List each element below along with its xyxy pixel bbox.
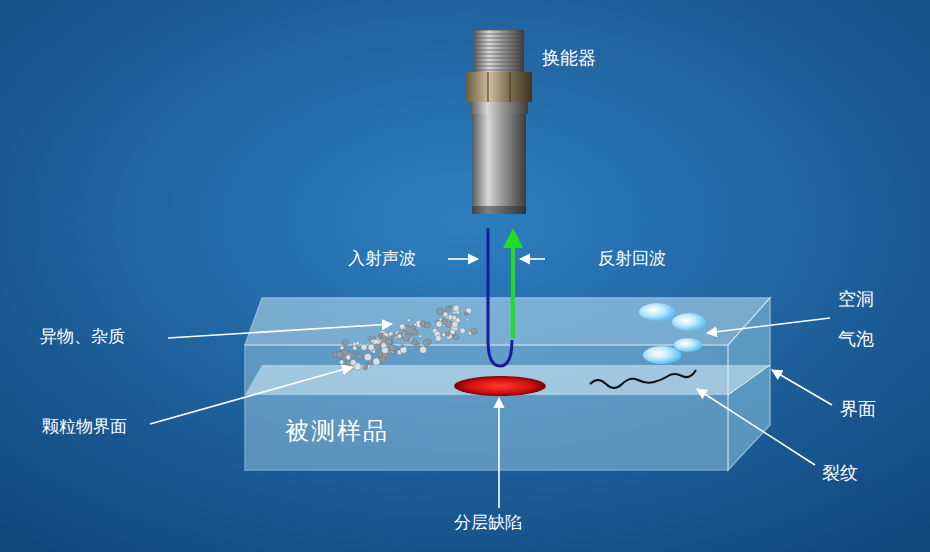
particle bbox=[424, 322, 430, 328]
particle bbox=[420, 346, 427, 353]
particle bbox=[364, 353, 371, 360]
wave-label: 反射回波 bbox=[598, 248, 666, 268]
particle bbox=[350, 360, 356, 366]
sample-block bbox=[245, 298, 770, 470]
defect-label: 裂纹 bbox=[822, 462, 858, 484]
particle bbox=[385, 338, 392, 345]
particle bbox=[378, 333, 382, 337]
particle bbox=[352, 342, 356, 346]
particle bbox=[339, 360, 344, 365]
particles bbox=[333, 305, 477, 372]
delamination-defect bbox=[454, 376, 546, 396]
particle bbox=[446, 332, 451, 337]
defect-label: 分层缺陷 bbox=[454, 512, 522, 532]
particle bbox=[401, 345, 404, 348]
particle bbox=[453, 305, 459, 311]
particle bbox=[452, 321, 458, 327]
bubbles bbox=[639, 303, 706, 364]
particle bbox=[411, 339, 417, 345]
particle bbox=[443, 312, 448, 317]
particle bbox=[435, 335, 441, 341]
particle bbox=[400, 346, 407, 353]
interface-plane bbox=[245, 365, 770, 395]
particle bbox=[372, 350, 375, 353]
particle bbox=[396, 332, 403, 339]
particle bbox=[437, 308, 444, 315]
particle bbox=[460, 328, 465, 333]
incident-wave bbox=[488, 228, 512, 366]
particle bbox=[466, 318, 469, 321]
particle bbox=[374, 344, 380, 350]
particle bbox=[406, 326, 413, 333]
particle bbox=[468, 332, 472, 336]
particle bbox=[361, 344, 367, 350]
particle bbox=[442, 333, 446, 337]
particle bbox=[366, 363, 369, 366]
particle bbox=[423, 340, 429, 346]
part-label: 换能器 bbox=[542, 47, 596, 69]
particle bbox=[368, 336, 372, 340]
particle bbox=[399, 324, 405, 330]
part-label: 界面 bbox=[840, 398, 876, 420]
particle bbox=[419, 335, 422, 338]
particle bbox=[414, 323, 417, 326]
defect-label: 异物、杂质 bbox=[40, 326, 125, 346]
particle bbox=[353, 346, 357, 350]
particle bbox=[373, 358, 380, 365]
particle bbox=[363, 366, 367, 370]
particle bbox=[378, 352, 382, 356]
particle bbox=[368, 344, 375, 351]
defect-label: 颗粒物界面 bbox=[42, 416, 127, 436]
particle bbox=[350, 354, 354, 358]
particle bbox=[357, 354, 362, 359]
particle bbox=[436, 321, 442, 327]
particle bbox=[391, 335, 394, 338]
particle bbox=[464, 312, 468, 316]
particle bbox=[340, 346, 344, 350]
crack bbox=[590, 370, 696, 388]
defect-label: 空洞 bbox=[838, 288, 874, 310]
transducer bbox=[466, 30, 532, 214]
wave-label: 入射声波 bbox=[348, 248, 416, 268]
particle bbox=[389, 345, 395, 351]
particle bbox=[336, 351, 343, 358]
particle bbox=[397, 334, 402, 339]
leaders bbox=[150, 259, 832, 508]
particle bbox=[452, 315, 457, 320]
particle bbox=[342, 339, 348, 345]
reflected-wave bbox=[511, 232, 515, 338]
defect-label: 气泡 bbox=[838, 328, 874, 350]
sample-name: 被测样品 bbox=[285, 415, 389, 447]
sample-box: 被测样品 bbox=[245, 345, 728, 470]
particle bbox=[445, 307, 451, 313]
particle bbox=[407, 319, 410, 322]
